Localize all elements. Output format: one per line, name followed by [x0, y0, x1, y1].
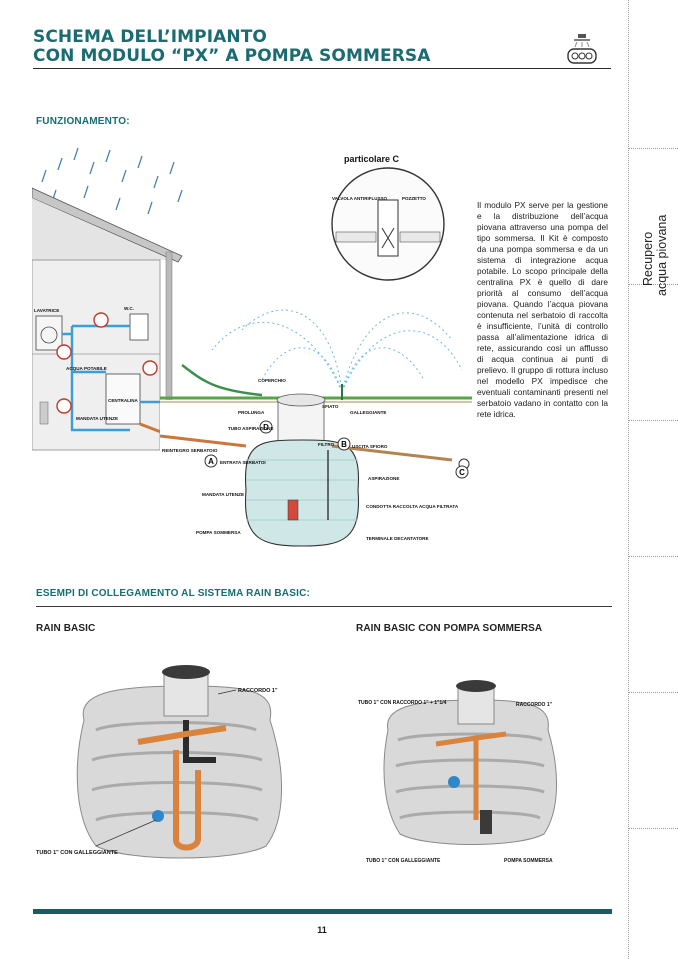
- title-divider: [33, 68, 611, 69]
- side-tab: Recupero acqua piovana: [628, 0, 678, 959]
- side-tab-divider: [628, 692, 678, 693]
- footer-bar: [33, 909, 612, 914]
- label-aspirazione: ASPIRAZIONE: [368, 476, 399, 481]
- sprinkler-spray: [211, 309, 463, 393]
- example-title-rain-basic: RAIN BASIC: [36, 623, 96, 634]
- label-reintegro: REINTEGRO SERBATOIO: [162, 448, 218, 453]
- label-prolunga: PROLUNGA: [238, 410, 265, 415]
- toilet: [129, 313, 149, 341]
- label-pozzetto: POZZETTO: [402, 196, 426, 201]
- label-terminale: TERMINALE DECANTATORE: [366, 536, 429, 541]
- label-galleggiante: GALLEGGIANTE: [350, 410, 387, 415]
- rain-basic-pompa-tank-image: TUBO 1" CON RACCORDO 1" + 1"1/4 RACCORDO…: [358, 680, 558, 864]
- label-coperchio: COPERCHIO: [258, 378, 286, 383]
- detail-c-title: particolare C: [344, 154, 400, 164]
- callout-a: A: [208, 457, 214, 466]
- label-pompa-sommersa: POMPA SOMMERSA: [196, 530, 241, 535]
- label-filtro: FILTRO: [318, 442, 335, 447]
- house-wall: [32, 259, 161, 451]
- callout-c: C: [459, 468, 465, 477]
- inlet-pipe: [159, 434, 247, 448]
- section-divider: [36, 606, 612, 607]
- garden-hose: [181, 364, 263, 397]
- page-number: 11: [317, 925, 327, 935]
- label-wc: W.C.: [124, 306, 134, 311]
- pompa-label-tubo-galleggiante: TUBO 1" CON GALLEGGIANTE: [366, 858, 441, 864]
- side-tab-divider: [628, 828, 678, 829]
- label-mandata: MANDATA UTENZE: [76, 416, 118, 421]
- pompa-label-tubo-raccordo: TUBO 1" CON RACCORDO 1" + 1"1/4: [358, 700, 447, 706]
- page-title: SCHEMA DELL’IMPIANTO CON MODULO “PX” A P…: [33, 28, 533, 66]
- label-centralina: CENTRALINA: [108, 398, 139, 403]
- page-title-line1: SCHEMA DELL’IMPIANTO: [33, 27, 267, 47]
- house-roof: [32, 187, 183, 263]
- section-heading-funzionamento: FUNZIONAMENTO:: [36, 116, 130, 127]
- label-sfiato: SFIATO: [322, 404, 339, 409]
- side-tab-divider: [628, 420, 678, 421]
- washing-machine: [35, 315, 63, 351]
- control-unit: [105, 373, 141, 425]
- system-description: Il modulo PX serve per la gestione e la …: [477, 200, 608, 419]
- side-tab-label-line1: Recupero: [641, 231, 655, 286]
- pompa-label-pompa: POMPA SOMMERSA: [504, 858, 553, 864]
- label-tubo-aspirazione: TUBO ASPIRAZIONE: [228, 426, 274, 431]
- side-tab-border: [628, 0, 629, 959]
- side-tab-label: Recupero acqua piovana: [633, 168, 673, 296]
- rain-basic-tank-image: RACCORDO 1" TUBO 1" CON GALLEGGIANTE: [36, 665, 282, 859]
- pompa-label-raccordo: RACCORDO 1": [516, 702, 553, 708]
- example-title-rain-basic-pompa: RAIN BASIC CON POMPA SOMMERSA: [356, 623, 543, 634]
- page-title-line2: CON MODULO “PX” A POMPA SOMMERSA: [33, 46, 431, 66]
- no-drinking-icons: [56, 312, 158, 414]
- system-diagram: particolare C VALVOLA ANTIRIFLUSSO POZZE…: [32, 147, 472, 558]
- side-tab-divider: [628, 284, 678, 285]
- label-lavatrice: LAVATRICE: [34, 308, 59, 313]
- side-tab-divider: [628, 148, 678, 149]
- label-acqua-potabile: ACQUA POTABILE: [66, 366, 107, 371]
- rain-basic-label-tubo: TUBO 1" CON GALLEGGIANTE: [36, 850, 118, 856]
- callout-b: B: [341, 440, 347, 449]
- underground-tank: [244, 439, 360, 547]
- callout-d: D: [263, 423, 269, 432]
- label-valvola: VALVOLA ANTIRIFLUSSO: [332, 196, 387, 201]
- label-condotta: CONDOTTA RACCOLTA ACQUA FILTRATA: [366, 504, 459, 509]
- side-tab-label-line2: acqua piovana: [655, 214, 669, 296]
- section-heading-esempi: ESEMPI DI COLLEGAMENTO AL SISTEMA RAIN B…: [36, 588, 311, 599]
- callout-badges: A D B C: [204, 420, 469, 479]
- label-entrata: ENTRATA SERBATOI: [220, 460, 266, 465]
- label-uscita: USCITA SFIORO: [352, 444, 388, 449]
- rain-basic-label-raccordo: RACCORDO 1": [238, 688, 278, 694]
- label-mandata-utenze: MANDATA UTENZE: [202, 492, 244, 497]
- outlet-pipe: [331, 444, 453, 462]
- tank-shower-icon: [567, 34, 597, 64]
- side-tab-divider: [628, 556, 678, 557]
- submersible-pump: [287, 499, 299, 521]
